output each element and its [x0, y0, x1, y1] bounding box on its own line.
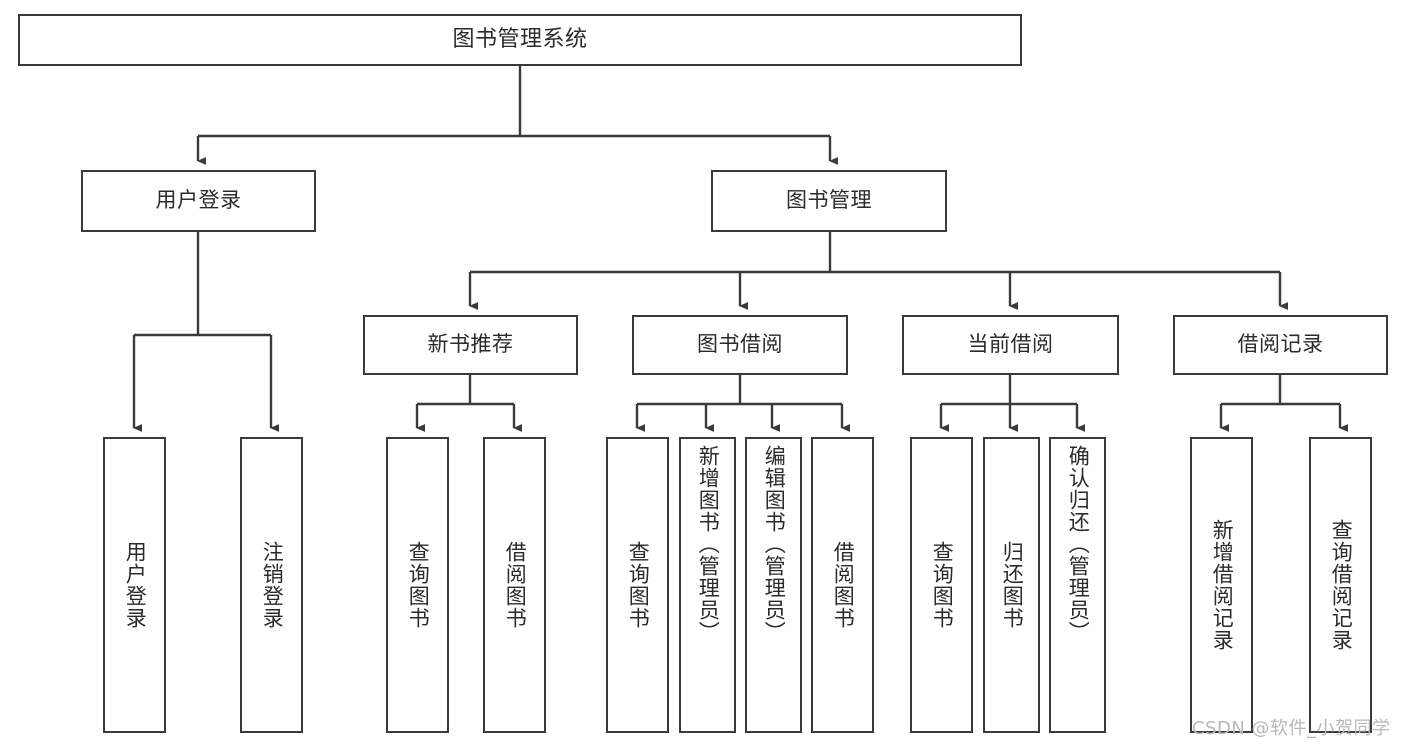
node-leaf-confirm-return-admin[interactable]: 确认归还（管理员）: [1049, 437, 1106, 733]
node-label: 查询图书: [626, 541, 651, 629]
node-leaf-borrow-book-borrow[interactable]: 借阅图书: [811, 437, 874, 733]
node-label: 查询借阅记录: [1329, 519, 1354, 651]
node-label: 归还图书: [1000, 541, 1025, 629]
node-leaf-query-book-borrow[interactable]: 查询图书: [606, 437, 669, 733]
node-label: 确认归还（管理员）: [1066, 445, 1091, 643]
node-label: 借阅图书: [831, 541, 856, 629]
node-label: 新增图书（管理员）: [696, 445, 721, 643]
node-label: 当前借阅: [967, 332, 1054, 357]
node-book-borrow[interactable]: 图书借阅: [632, 315, 848, 375]
node-leaf-logout-login[interactable]: 注销登录: [240, 437, 303, 733]
node-leaf-query-book-recommend[interactable]: 查询图书: [386, 437, 449, 733]
node-label: 注销登录: [260, 541, 285, 629]
node-label: 用户登录: [123, 541, 148, 629]
node-leaf-add-book-admin[interactable]: 新增图书（管理员）: [679, 437, 736, 733]
node-label: 用户登录: [155, 188, 242, 213]
node-current-borrow[interactable]: 当前借阅: [902, 315, 1119, 375]
node-label: 图书管理系统: [452, 26, 588, 52]
node-leaf-query-borrow-record[interactable]: 查询借阅记录: [1309, 437, 1372, 733]
node-label: 新增借阅记录: [1210, 519, 1235, 651]
node-root-book-management-system[interactable]: 图书管理系统: [18, 14, 1022, 66]
node-label: 借阅记录: [1237, 332, 1324, 357]
node-new-book-recommend[interactable]: 新书推荐: [363, 315, 578, 375]
node-leaf-edit-book-admin[interactable]: 编辑图书（管理员）: [745, 437, 802, 733]
node-leaf-query-book-current[interactable]: 查询图书: [910, 437, 973, 733]
node-label: 查询图书: [406, 541, 431, 629]
node-leaf-borrow-book-recommend[interactable]: 借阅图书: [483, 437, 546, 733]
node-label: 图书借阅: [697, 332, 783, 357]
node-label: 新书推荐: [427, 332, 514, 357]
node-label: 图书管理: [786, 188, 872, 213]
node-label: 借阅图书: [503, 541, 528, 629]
node-leaf-user-login[interactable]: 用户登录: [103, 437, 166, 733]
node-leaf-return-book[interactable]: 归还图书: [983, 437, 1040, 733]
node-label: 编辑图书（管理员）: [762, 445, 787, 643]
node-book-management[interactable]: 图书管理: [711, 170, 947, 232]
node-borrow-record[interactable]: 借阅记录: [1173, 315, 1388, 375]
node-leaf-add-borrow-record[interactable]: 新增借阅记录: [1190, 437, 1253, 733]
node-user-login[interactable]: 用户登录: [81, 170, 316, 232]
node-label: 查询图书: [930, 541, 955, 629]
